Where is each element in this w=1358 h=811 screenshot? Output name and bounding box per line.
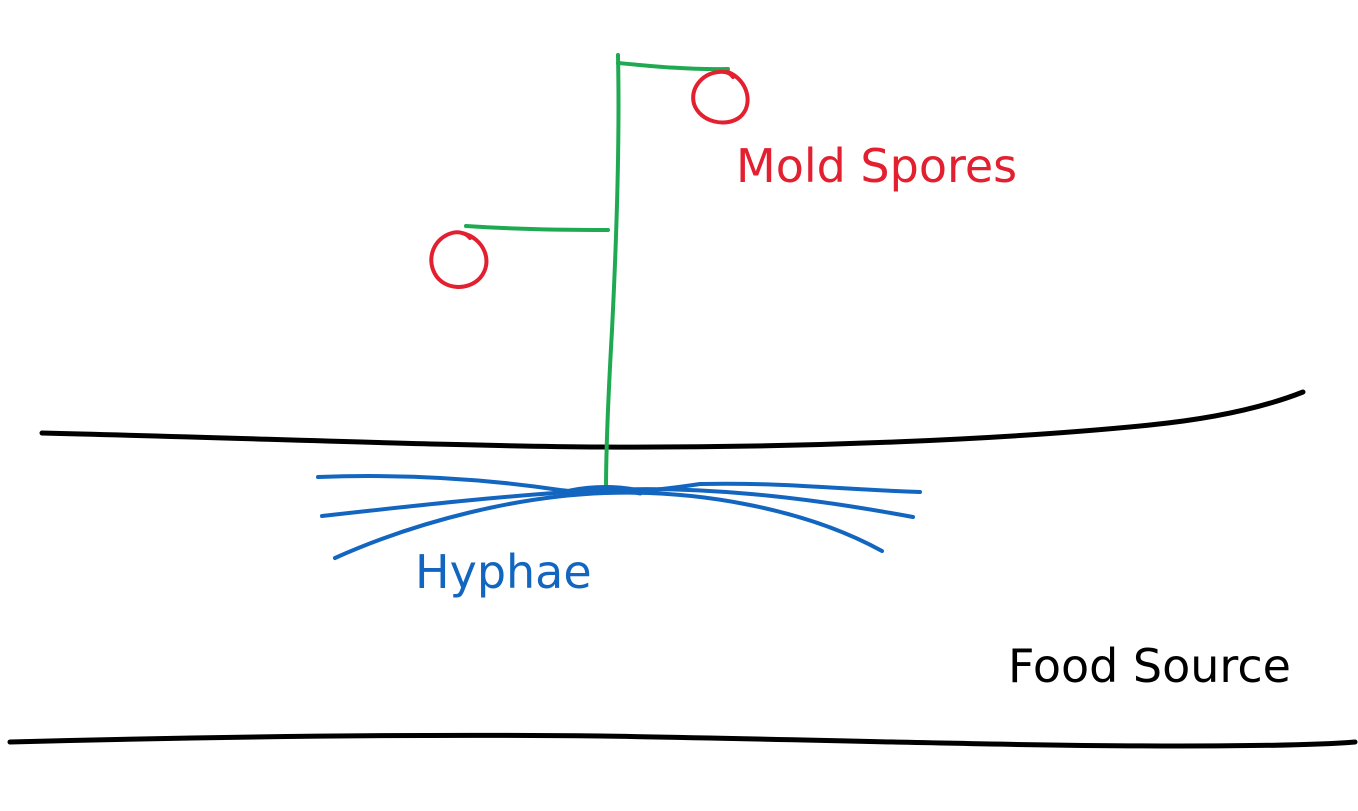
food-source-label: Food Source [1008, 639, 1291, 693]
lower-spore [429, 230, 489, 289]
lower-branch [464, 224, 610, 232]
hyphae-strand-3 [333, 490, 884, 560]
upper-branch [616, 61, 730, 72]
mold-spores-label: Mold Spores [736, 139, 1017, 193]
main-stalk [604, 53, 621, 492]
food-bottom-line [7, 732, 1358, 749]
hyphae-knot [566, 485, 644, 496]
upper-spore [691, 69, 750, 125]
food-surface-line [39, 389, 1306, 450]
hyphae-label: Hyphae [415, 545, 592, 599]
